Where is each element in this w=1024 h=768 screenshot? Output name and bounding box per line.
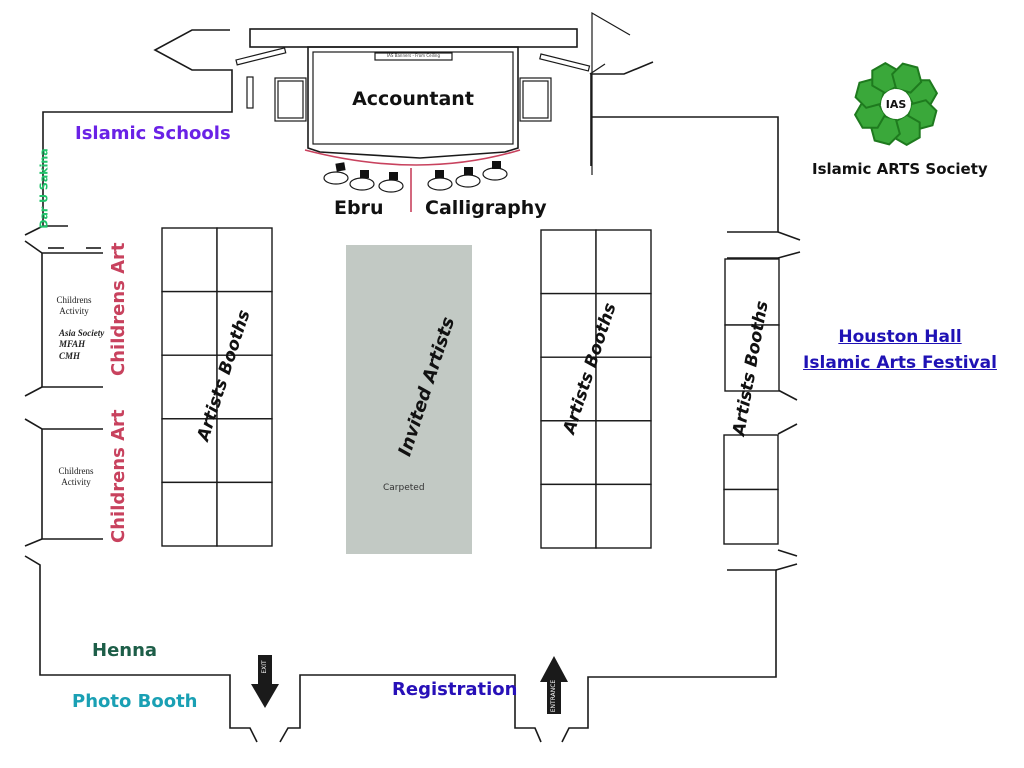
booth-grid-right-lower <box>723 434 779 545</box>
stage-inner <box>312 51 514 145</box>
festival-title: Houston Hall Islamic Arts Festival <box>790 325 1010 376</box>
islamic-schools-label: Islamic Schools <box>75 123 231 144</box>
booth-cell <box>595 356 652 422</box>
booth-cell <box>540 356 597 422</box>
banner-strip-left <box>235 47 287 66</box>
booth-grid-center <box>540 229 652 549</box>
booth-cell <box>161 290 218 356</box>
small-post <box>246 76 254 109</box>
booth-cell <box>161 227 218 293</box>
banner-label: IAS Banners - From Ceiling <box>386 53 440 58</box>
wall-bottom-right <box>561 569 777 743</box>
booth-grid-right-upper <box>724 258 780 392</box>
carpeted-label: Carpeted <box>383 483 425 493</box>
stage-curve <box>304 149 521 166</box>
booth-cell <box>595 483 652 549</box>
booth-cell <box>724 258 780 326</box>
entrance-label: ENTRANCE <box>550 679 557 713</box>
side-box-right <box>519 77 552 122</box>
title-line-1-link[interactable]: Houston Hall <box>838 327 962 347</box>
booth-cell <box>216 418 273 484</box>
childrens-room-1 <box>41 253 103 388</box>
wall-bottom-center <box>279 674 542 743</box>
top-bar <box>249 28 578 48</box>
logo-name: Islamic ARTS Society <box>812 160 988 178</box>
title-line-2-link[interactable]: Islamic Arts Festival <box>803 352 997 373</box>
childrens-art-label-1: Childrens Art <box>108 242 129 376</box>
entrance-arrow-icon <box>540 656 568 714</box>
booth-cell <box>216 290 273 356</box>
partner-mfah: MFAH <box>59 339 86 350</box>
henna-label: Henna <box>92 640 158 661</box>
carpet-area <box>346 245 472 554</box>
ebru-tables <box>323 162 404 193</box>
ebru-label: Ebru <box>334 197 384 219</box>
logo-petal <box>891 62 923 94</box>
side-box-left <box>274 77 307 122</box>
stage-outer <box>307 46 519 159</box>
booth-cell <box>216 481 273 547</box>
wall-bottom-left <box>24 555 258 743</box>
banner-box <box>374 52 453 61</box>
booth-cell <box>595 229 652 295</box>
partner-cmh: CMH <box>59 350 81 361</box>
booth-cell <box>161 418 218 484</box>
accountant-label: Accountant <box>352 88 474 110</box>
wall-top-left <box>42 29 233 226</box>
exit-arrow-icon <box>251 655 279 708</box>
booth-cell <box>161 354 218 420</box>
ias-star-logo-icon: IAS <box>853 61 939 147</box>
booth-cell <box>216 227 273 293</box>
wall-top-right <box>590 61 654 166</box>
booth-cell <box>595 420 652 486</box>
dar-u-sakina-label: Dar U Sakina <box>37 148 51 229</box>
exit-label: EXIT <box>261 660 268 674</box>
booth-cell <box>216 354 273 420</box>
booth-cell <box>161 481 218 547</box>
partner-asia-society: Asia Society <box>59 328 105 338</box>
partner-list: Asia Society MFAH CMH <box>59 328 104 362</box>
childrens-activity-2: Childrens Activity <box>58 466 94 488</box>
booth-cell <box>723 488 779 545</box>
photo-booth-label: Photo Booth <box>72 691 198 712</box>
logo-abbr: IAS <box>886 98 907 111</box>
booth-cell <box>724 324 780 392</box>
banner-strip-right <box>539 53 591 72</box>
booth-cell <box>595 292 652 358</box>
booth-cell <box>540 229 597 295</box>
childrens-activity-1: Childrens Activity <box>56 295 92 317</box>
booth-cell <box>723 434 779 491</box>
registration-label: Registration <box>392 679 518 700</box>
booth-grid-left <box>161 227 273 547</box>
booth-cell <box>540 483 597 549</box>
childrens-art-label-2: Childrens Art <box>108 409 129 543</box>
calligraphy-label: Calligraphy <box>425 197 547 219</box>
calligraphy-tables <box>427 161 508 191</box>
